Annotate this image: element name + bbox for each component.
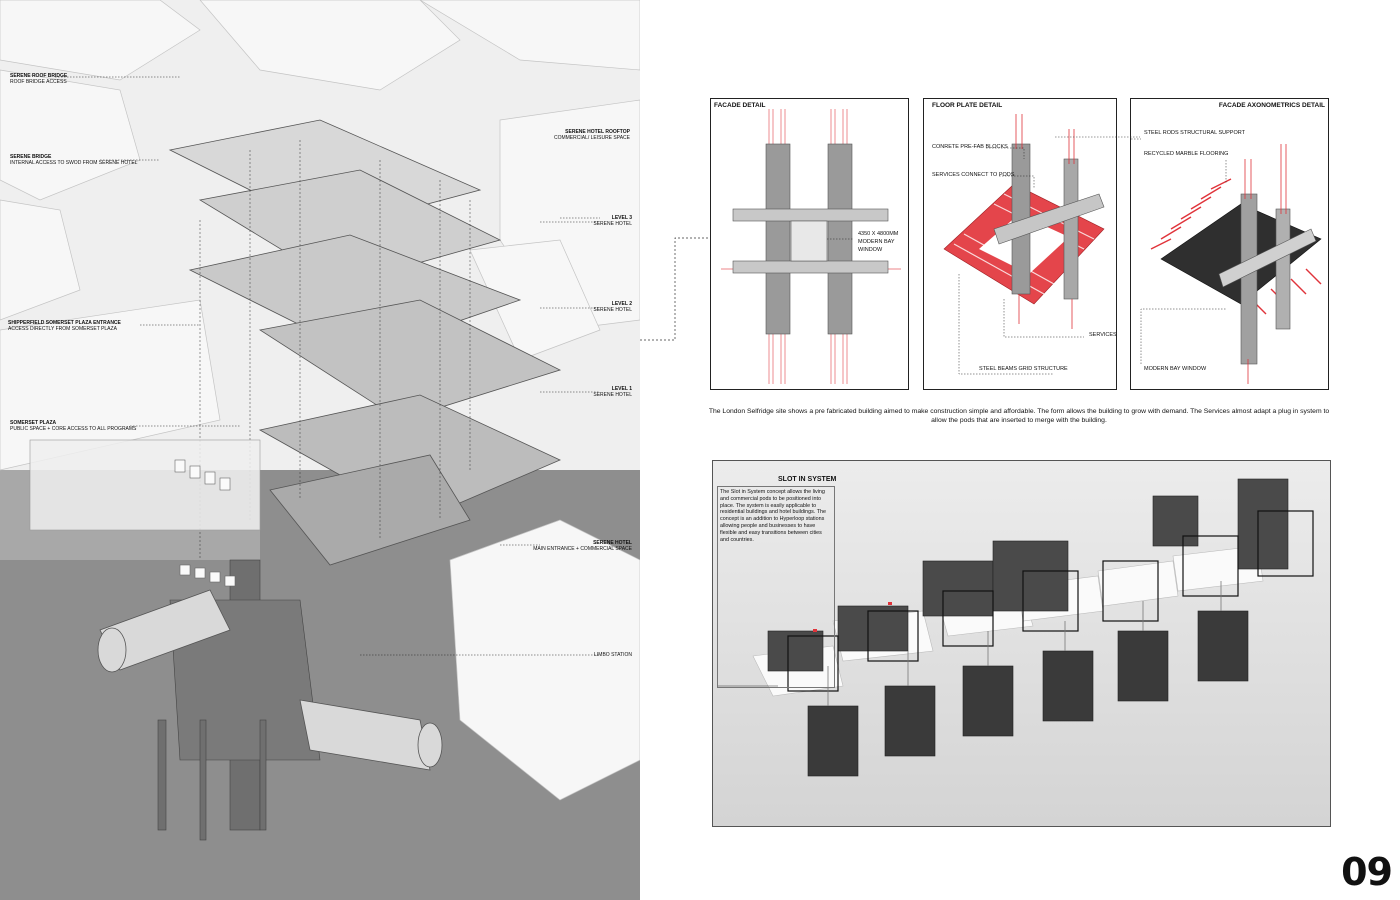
- slot-in-system-illustration: [713, 461, 1330, 826]
- facade-illustration: [721, 109, 901, 384]
- label-limbo-station: LIMBO STATION: [570, 652, 632, 658]
- label-sub: INTERNAL ACCESS TO SWOD FROM SERENE HOTE…: [10, 160, 138, 166]
- label-somerset-plaza: SOMERSET PLAZA PUBLIC SPACE + CORE ACCES…: [10, 420, 136, 432]
- facade-axonometric-panel: FACADE AXONOMETRICS DETAIL STEEL RODS ST…: [1130, 98, 1329, 390]
- label-title: SERENE BRIDGE: [10, 154, 52, 160]
- label-shipperfield-entrance: SHIPPERFIELD SOMERSET PLAZA ENTRANCE ACC…: [8, 320, 121, 332]
- label-sub: ROOF BRIDGE ACCESS: [10, 79, 67, 85]
- slot-text-frame: [717, 486, 835, 688]
- label-level-2: LEVEL 2 SERENE HOTEL: [575, 301, 632, 313]
- label-title: SERENE HOTEL: [593, 540, 632, 546]
- label-sub: LIMBO STATION: [594, 652, 632, 658]
- label-title: LEVEL 3: [611, 215, 632, 221]
- axonometric-drawing: SERENE ROOF BRIDGE ROOF BRIDGE ACCESS SE…: [0, 0, 640, 900]
- floor-plate-detail-panel: FLOOR PLATE DETAIL CONRETE PRE-FAB BLOCK…: [923, 98, 1117, 390]
- label-title: LEVEL 2: [611, 301, 632, 307]
- panel-title: FACADE DETAIL: [714, 102, 766, 109]
- facade-detail-panel: FACADE DETAIL 4350 X 4800mm MODERN BAY W…: [710, 98, 909, 390]
- note-line: WINDOW: [858, 247, 883, 253]
- label-sub: SERENE HOTEL: [593, 221, 632, 227]
- floor-plate-illustration: [943, 114, 1105, 375]
- connector-line: [640, 237, 710, 341]
- label-services-connect: SERVICES CONNECT TO PODS: [932, 172, 1015, 178]
- axonometric-detail-illustration: [1131, 138, 1322, 384]
- panel-link-line: [1055, 136, 1140, 138]
- slot-description: The Slot in System concept allows the li…: [720, 489, 826, 543]
- label-sub: PUBLIC SPACE + CORE ACCESS TO ALL PROGRA…: [10, 426, 137, 432]
- label-title: SERENE HOTEL ROOFTOP: [565, 129, 630, 135]
- slot-in-system-panel: [712, 460, 1331, 827]
- panel-title: FACADE AXONOMETRICS DETAIL: [1218, 102, 1325, 109]
- label-recycled-marble: RECYCLED MARBLE FLOORING: [1144, 151, 1229, 157]
- note-line: MODERN BAY: [858, 239, 895, 245]
- label-title: LEVEL 1: [611, 386, 632, 392]
- slot-title: SLOT IN SYSTEM: [778, 476, 837, 483]
- label-title: SOMERSET PLAZA: [10, 420, 57, 426]
- axonometric-illustration: [0, 0, 640, 900]
- label-sub: MAIN ENTRANCE + COMMERCIAL SPACE: [533, 546, 632, 552]
- label-level-1: LEVEL 1 SERENE HOTEL: [575, 386, 632, 398]
- label-serene-bridge: SERENE BRIDGE INTERNAL ACCESS TO SWOD FR…: [10, 154, 137, 166]
- label-sub: SERENE HOTEL: [593, 392, 632, 398]
- label-title: SERENE ROOF BRIDGE: [10, 73, 68, 79]
- label-sub: SERENE HOTEL: [593, 307, 632, 313]
- label-steel-beams: STEEL BEAMS GRID STRUCTURE: [979, 366, 1068, 372]
- panel-title: FLOOR PLATE DETAIL: [932, 102, 1003, 109]
- note-line: 4350 X 4800mm: [858, 231, 899, 237]
- label-serene-roof-bridge: SERENE ROOF BRIDGE ROOF BRIDGE ACCESS: [10, 73, 67, 85]
- label-concrete-blocks: CONRETE PRE-FAB BLOCKS: [932, 144, 1008, 150]
- label-level-3: LEVEL 3 SERENE HOTEL: [575, 215, 632, 227]
- label-sub: ACCESS DIRECTLY FROM SOMERSET PLAZA: [8, 326, 117, 332]
- label-title: SHIPPERFIELD SOMERSET PLAZA ENTRANCE: [8, 320, 121, 326]
- caption-text: The London Selfridge site shows a pre fa…: [708, 408, 1330, 424]
- label-serene-hotel-rooftop: SERENE HOTEL ROOFTOP COMMERCIAL/ LEISURE…: [545, 129, 630, 141]
- label-modern-bay-window: MODERN BAY WINDOW: [1144, 366, 1207, 372]
- label-steel-rods: STEEL RODS STRUCTURAL SUPPORT: [1144, 130, 1245, 136]
- page-number: 09: [1341, 850, 1393, 894]
- label-services: SERVICES: [1089, 332, 1117, 338]
- label-sub: COMMERCIAL/ LEISURE SPACE: [553, 135, 630, 141]
- facade-note: 4350 X 4800mm MODERN BAY WINDOW: [858, 230, 898, 254]
- label-serene-hotel: SERENE HOTEL MAIN ENTRANCE + COMMERCIAL …: [530, 540, 632, 552]
